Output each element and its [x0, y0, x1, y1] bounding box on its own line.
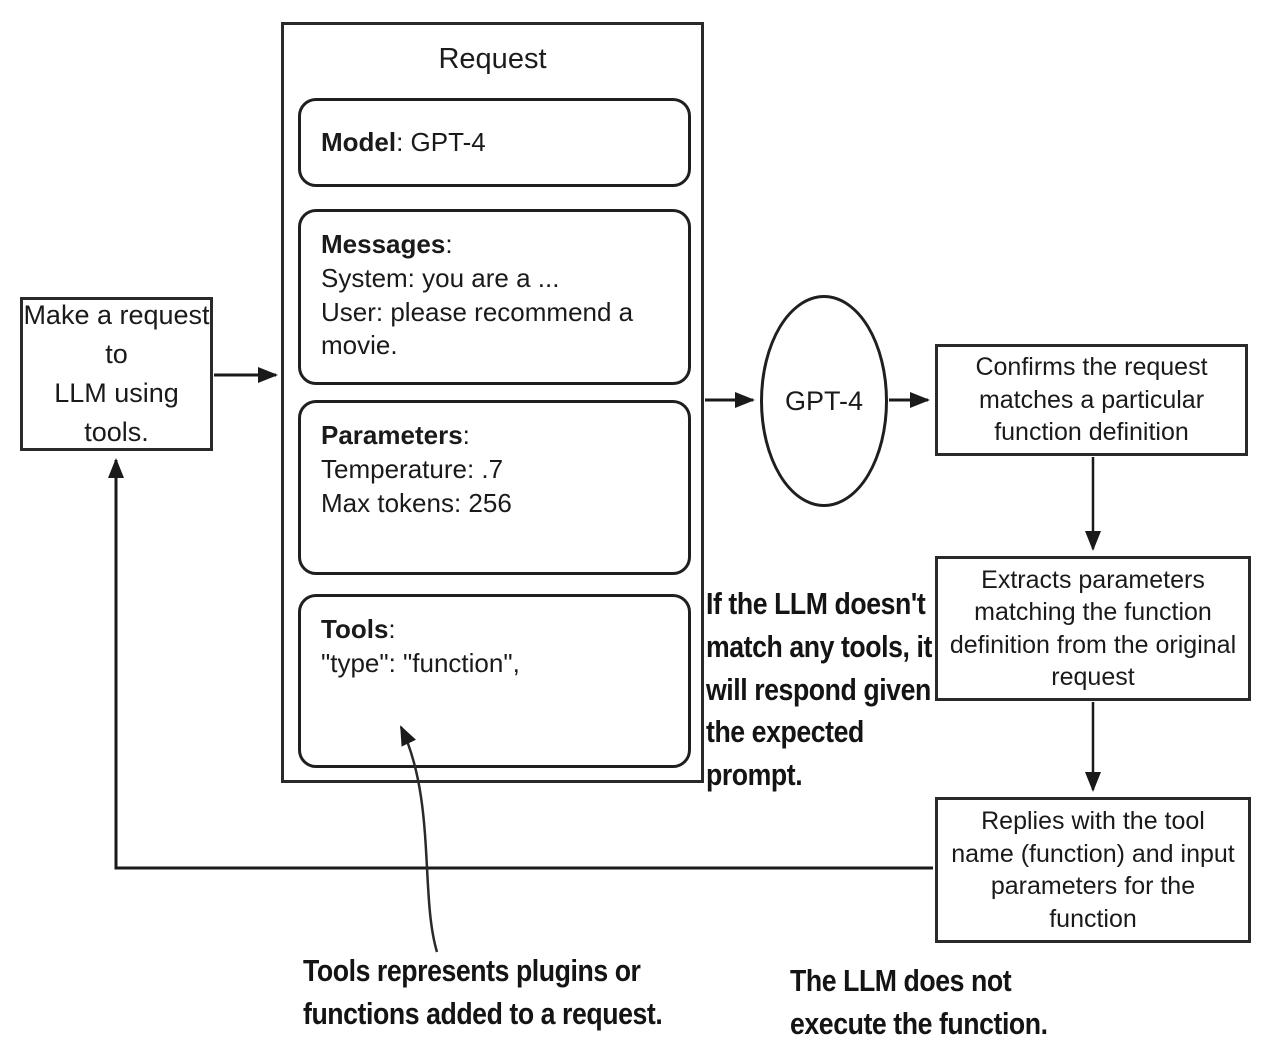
make-request-box: Make a request to LLM using tools. [20, 297, 213, 451]
request-box: Request Model: GPT-4 Messages: System: y… [281, 22, 704, 783]
confirms-text: Confirms the request matches a particula… [975, 353, 1208, 447]
tools-section: Tools: "type": "function", [298, 594, 691, 768]
tools-note-annotation: Tools represents plugins or functions ad… [303, 953, 663, 1031]
make-request-text: Make a request to LLM using tools. [23, 299, 210, 448]
extracts-box: Extracts parameters matching the functio… [935, 556, 1251, 701]
model-line: Model: GPT-4 [321, 126, 486, 160]
replies-box: Replies with the tool name (function) an… [935, 797, 1251, 943]
no-execute-annotation: The LLM does not execute the function. [790, 963, 1048, 1041]
messages-section: Messages: System: you are a ... User: pl… [298, 209, 691, 385]
replies-text: Replies with the tool name (function) an… [951, 807, 1235, 933]
messages-line-system: System: you are a ... [321, 262, 560, 293]
gpt4-node: GPT-4 [760, 295, 888, 507]
no-match-annotation: If the LLM doesn't match any tools, it w… [706, 586, 932, 793]
parameters-line-temperature: Temperature: .7 [321, 453, 504, 484]
confirms-box: Confirms the request matches a particula… [935, 344, 1248, 456]
gpt4-label: GPT-4 [784, 385, 864, 416]
parameters-line-max-tokens: Max tokens: 256 [321, 487, 512, 518]
model-section: Model: GPT-4 [298, 98, 691, 187]
messages-line-user: User: please recommend a movie. [321, 296, 634, 361]
model-label: Model [321, 126, 397, 157]
parameters-colon: : [462, 420, 470, 450]
tools-line-type: "type": "function", [321, 647, 520, 678]
extracts-text: Extracts parameters matching the functio… [949, 565, 1237, 692]
model-value: : GPT-4 [396, 126, 486, 157]
tools-heading: Tools: [321, 613, 670, 647]
tools-colon: : [388, 614, 396, 644]
parameters-section: Parameters: Temperature: .7 Max tokens: … [298, 400, 691, 575]
tools-label: Tools [321, 614, 389, 644]
messages-colon: : [445, 229, 453, 259]
messages-heading: Messages: [321, 228, 670, 262]
messages-label: Messages [321, 229, 446, 259]
parameters-heading: Parameters: [321, 419, 670, 453]
parameters-label: Parameters [321, 420, 463, 450]
request-title: Request [438, 43, 547, 75]
